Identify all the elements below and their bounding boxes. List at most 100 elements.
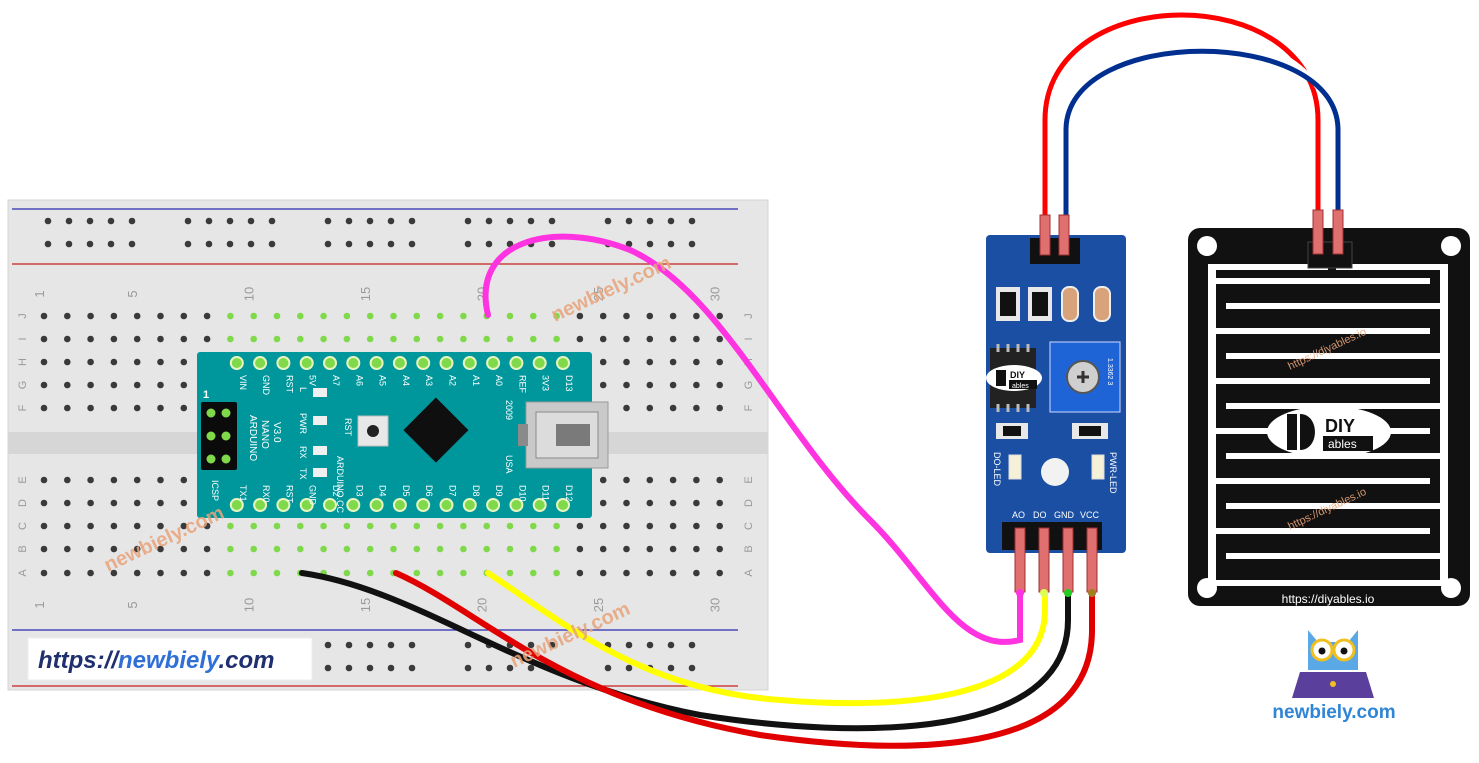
breadboard-hole xyxy=(623,404,630,412)
mini-usb-port xyxy=(518,401,609,469)
rail-hole xyxy=(107,240,115,248)
trace xyxy=(1226,303,1448,309)
breadboard-hole xyxy=(87,358,94,366)
arduino-nano: D133V3REFA0A1A2A3A4A5A6A75VRSTGNDVIND12D… xyxy=(197,352,609,518)
trace xyxy=(1208,378,1430,384)
breadboard-hole xyxy=(530,569,537,577)
nano-bottom-pin xyxy=(556,498,570,512)
rail-hole xyxy=(688,641,696,649)
led-pwr-label: PWR xyxy=(298,413,308,434)
breadboard-hole xyxy=(133,499,141,507)
breadboard-hole xyxy=(716,545,723,553)
rail-hole xyxy=(667,240,675,248)
nano-top-pin-label: VIN xyxy=(238,375,248,390)
breadboard-hole xyxy=(530,312,537,320)
rail-hole xyxy=(408,240,416,248)
breadboard-hole xyxy=(180,499,188,507)
breadboard-hole xyxy=(506,545,514,553)
breadboard-hole xyxy=(250,312,257,320)
nano-bottom-pin xyxy=(253,498,268,512)
breadboard-hole xyxy=(133,545,141,553)
rail-hole xyxy=(604,664,612,672)
breadboard-hole xyxy=(87,545,94,553)
column-number: 30 xyxy=(708,598,723,612)
rail-hole xyxy=(485,664,493,672)
breadboard-hole xyxy=(343,335,351,343)
rail-hole xyxy=(548,641,556,649)
nano-bottom-pin xyxy=(509,498,524,512)
nano-bottom-pin-label: D12 xyxy=(564,485,574,502)
wire-red-vcc xyxy=(393,570,1095,749)
rail-hole xyxy=(247,217,255,225)
trace xyxy=(1208,328,1430,334)
breadboard-hole xyxy=(646,358,654,366)
rail-hole xyxy=(506,664,514,672)
breadboard-hole xyxy=(250,335,257,343)
breadboard-hole xyxy=(646,569,654,577)
breadboard-hole xyxy=(110,358,118,366)
breadboard-hole xyxy=(716,381,723,389)
breadboard-hole xyxy=(180,569,188,577)
breadboard-hole xyxy=(64,358,71,366)
breadboard-hole xyxy=(576,335,584,343)
nano-bottom-pin-label: D2 xyxy=(331,485,341,497)
breadboard-hole xyxy=(623,476,630,484)
breadboard-hole xyxy=(436,335,444,343)
nano-bottom-pin xyxy=(323,498,337,512)
rail-hole xyxy=(128,240,136,248)
breadboard-hole xyxy=(157,358,164,366)
trace xyxy=(1226,353,1448,359)
row-letter: A xyxy=(17,569,29,577)
breadboard-hole xyxy=(366,545,374,553)
breadboard-hole xyxy=(599,545,607,553)
led-tx-label: TX xyxy=(298,468,308,480)
rail-hole xyxy=(667,641,675,649)
rail-hole xyxy=(366,664,374,672)
breadboard-hole xyxy=(40,312,48,320)
nano-bottom-pin xyxy=(276,498,291,512)
breadboard-hole xyxy=(64,404,71,412)
rail-hole xyxy=(226,240,234,248)
breadboard-hole xyxy=(40,522,48,530)
rail-hole xyxy=(205,217,213,225)
breadboard-hole xyxy=(250,545,257,553)
nano-top-pin xyxy=(253,356,268,370)
breadboard-hole xyxy=(133,522,141,530)
breadboard-hole xyxy=(250,569,257,577)
row-letter: J xyxy=(17,313,29,319)
breadboard-hole xyxy=(320,522,327,530)
rail-hole xyxy=(387,217,395,225)
breadboard-hole xyxy=(599,522,607,530)
breadboard-hole xyxy=(40,381,48,389)
breadboard-hole xyxy=(483,545,491,553)
breadboard-hole xyxy=(87,569,94,577)
breadboard-hole xyxy=(180,545,188,553)
breadboard-hole xyxy=(157,381,164,389)
breadboard-hole xyxy=(599,335,607,343)
nano-bottom-pin xyxy=(229,498,244,512)
rail-hole xyxy=(247,240,255,248)
row-letter: G xyxy=(743,381,755,390)
breadboard-hole xyxy=(180,335,188,343)
nano-title-3: V3.0 xyxy=(271,422,282,443)
module-logo-diy: DIY xyxy=(1010,370,1025,380)
nano-top-pin xyxy=(486,356,501,370)
breadboard-hole xyxy=(297,545,304,553)
rain-sensor-module: DIY ables 1.3362 3 DO-LED PWR-LED AO DO … xyxy=(986,214,1126,597)
breadboard-hole xyxy=(646,381,654,389)
breadboard-hole xyxy=(110,381,118,389)
breadboard-hole xyxy=(646,404,654,412)
nano-top-pin xyxy=(323,356,337,370)
nano-top-pin-label: GND xyxy=(261,375,271,396)
breadboard-hole xyxy=(413,522,421,530)
rail-hole xyxy=(86,217,94,225)
nano-top-pin-label: A6 xyxy=(354,375,364,386)
breadboard-hole xyxy=(599,381,607,389)
breadboard-hole xyxy=(530,335,537,343)
rail-hole xyxy=(464,641,472,649)
owl-logo: newbiely.com xyxy=(1272,630,1396,723)
nano-bottom-pin-label: D4 xyxy=(378,485,388,497)
breadboard-hole xyxy=(110,476,118,484)
breadboard-hole xyxy=(553,312,560,320)
